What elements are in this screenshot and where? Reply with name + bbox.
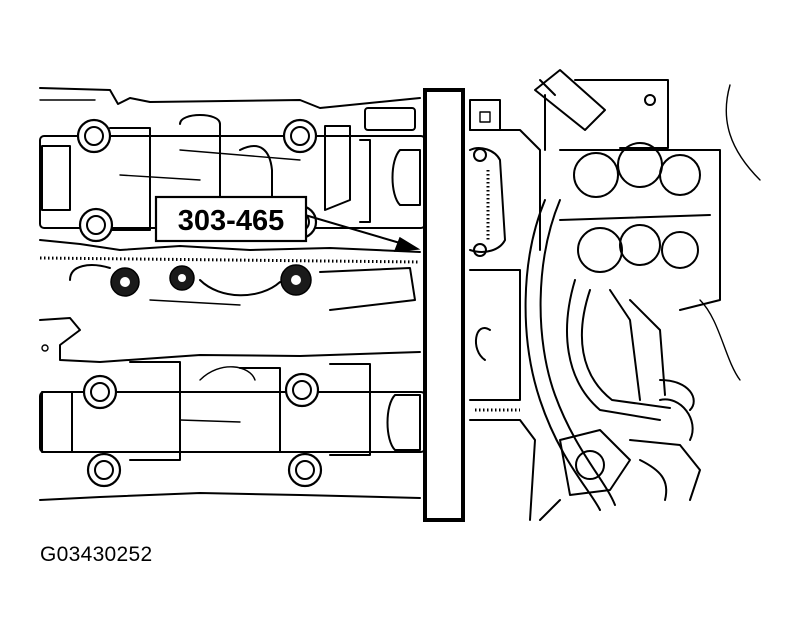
figure-id-label: G03430252 (40, 543, 153, 566)
tool-label-box (154, 195, 308, 243)
tool-label: 303-465 (178, 205, 284, 237)
upper-camshaft (39, 107, 426, 231)
tool-callout: 303-465 (154, 195, 308, 243)
tool-callout-arrow (304, 214, 421, 252)
cylinder-head-outline (39, 87, 421, 501)
middle-bolt-row (69, 264, 416, 311)
special-tool-plate (423, 88, 465, 522)
timing-side-components (469, 69, 761, 521)
lower-bearing-cap-bolts (82, 372, 323, 488)
